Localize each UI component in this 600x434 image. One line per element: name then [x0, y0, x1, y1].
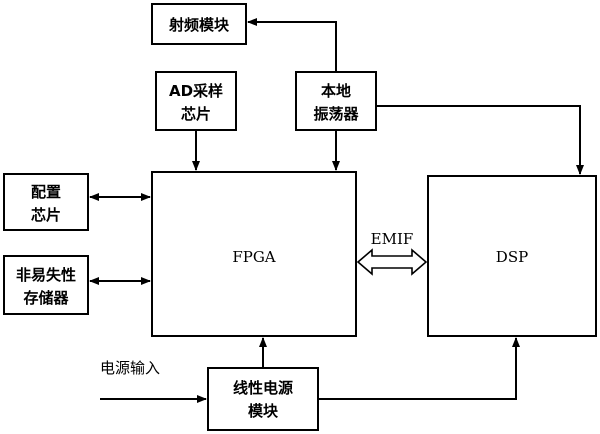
- emif-label: EMIF: [371, 230, 414, 248]
- nvm-label-line1: 非易失性: [16, 266, 76, 284]
- linear-power-label-line2: 模块: [248, 402, 279, 420]
- config-chip-label-line1: 配置: [31, 183, 61, 201]
- rf-module-box: 射频模块: [151, 3, 247, 45]
- ad-chip-label-line2: 芯片: [181, 105, 211, 123]
- config-chip-box: 配置 芯片: [3, 173, 89, 231]
- nvm-box: 非易失性 存储器: [3, 255, 89, 315]
- local-oscillator-label-line1: 本地: [321, 82, 351, 100]
- ad-chip-box: AD采样 芯片: [155, 71, 237, 131]
- dsp-box: DSP: [427, 175, 597, 337]
- ad-chip-label-line1: AD采样: [169, 82, 223, 100]
- nvm-label-line2: 存储器: [23, 289, 69, 307]
- linear-power-box: 线性电源 模块: [207, 367, 319, 431]
- power-to-dsp-arrow: [318, 337, 520, 400]
- config-chip-label-line2: 芯片: [31, 206, 61, 224]
- power-input-label: 电源输入: [100, 359, 160, 377]
- osc-to-rf-arrow: [247, 18, 337, 72]
- rf-module-label: 射频模块: [168, 16, 230, 34]
- local-oscillator-box: 本地 振荡器: [295, 71, 377, 131]
- emif-bus-arrow: [356, 248, 428, 276]
- fpga-label: FPGA: [232, 248, 275, 266]
- local-oscillator-label-line2: 振荡器: [313, 105, 359, 123]
- linear-power-label-line1: 线性电源: [233, 379, 293, 397]
- dsp-label: DSP: [496, 248, 528, 266]
- fpga-box: FPGA: [151, 171, 357, 337]
- osc-to-dsp-arrow: [376, 105, 584, 175]
